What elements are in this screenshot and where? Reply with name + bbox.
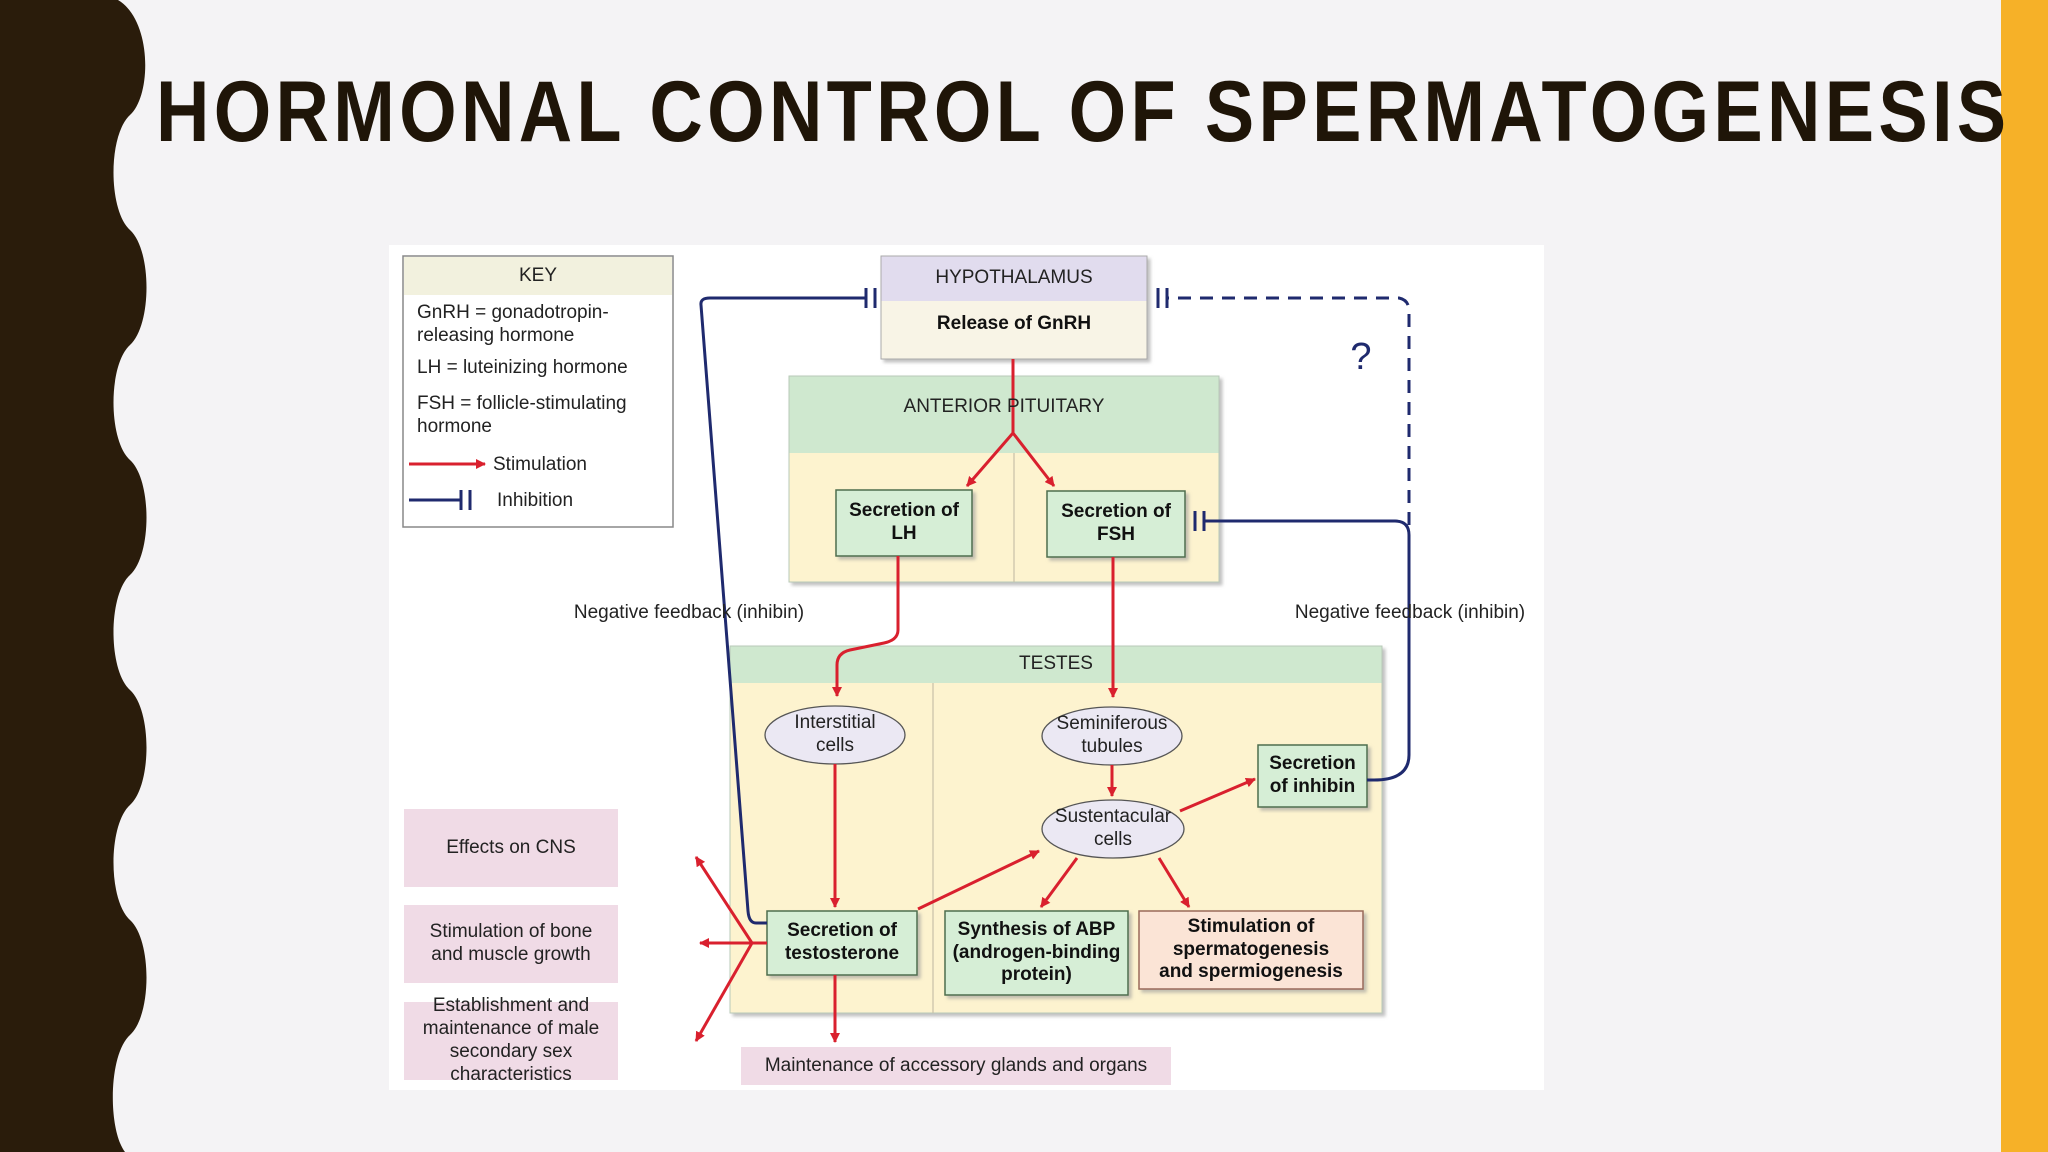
key-gnrh: GnRH = gonadotropin- releasing hormone <box>417 302 609 346</box>
inhibition-lines <box>699 288 1411 925</box>
key-stimulation-label: Stimulation <box>493 454 587 475</box>
gnrh-release: Release of GnRH <box>936 312 1092 334</box>
unknown-feedback-question-mark: ? <box>1350 336 1372 379</box>
testosterone-box <box>766 910 918 976</box>
hypothalamus-box <box>880 255 1148 360</box>
accessory-glands-maintenance: Maintenance of accessory glands and orga… <box>764 1054 1148 1076</box>
fsh-box <box>1046 490 1186 558</box>
left-wavy-band <box>0 0 147 1152</box>
sex-characteristics-box <box>404 1002 618 1080</box>
abp-box <box>944 910 1129 996</box>
bone-muscle-growth: Stimulation of bone and muscle growth <box>429 921 593 965</box>
negative-feedback-right-label: Negative feedback (inhibin) <box>1294 601 1526 623</box>
key-title: KEY <box>518 264 558 286</box>
key-lh: LH = luteinizing hormone <box>417 357 628 378</box>
sustentacular-cells-label: Sustentacular cells <box>1054 806 1172 850</box>
slide-title: HORMONAL CONTROL OF SPERMATOGENESIS <box>156 64 2011 160</box>
inhibin-box <box>1257 744 1368 808</box>
seminiferous-tubules-label: Seminiferous tubules <box>1056 713 1168 757</box>
fsh-secretion: Secretion of FSH <box>1061 501 1171 545</box>
key-fsh: FSH = follicle-stimulating hormone <box>417 393 627 437</box>
accessory-box <box>741 1047 1171 1085</box>
diagram-graphics <box>402 255 1411 1085</box>
key-box <box>402 255 674 528</box>
spermatogenesis-stimulation: Stimulation of spermatogenesis and sperm… <box>1159 915 1343 983</box>
male-sex-characteristics: Establishment and maintenance of male se… <box>422 995 600 1085</box>
stimulation-arrows <box>694 359 1256 1043</box>
negative-feedback-left-label: Negative feedback (inhibin) <box>573 601 805 623</box>
lh-secretion: Secretion of LH <box>849 500 959 544</box>
key-inhibition-label: Inhibition <box>497 490 574 511</box>
testosterone-secretion: Secretion of testosterone <box>784 920 900 964</box>
right-accent-band <box>2001 0 2048 1152</box>
inhibin-secretion: Secretion of inhibin <box>1269 753 1356 797</box>
hypothalamus-header: HYPOTHALAMUS <box>935 267 1093 289</box>
effects-on-cns: Effects on CNS <box>446 836 576 858</box>
bone-box <box>404 905 618 983</box>
sustentacular-cells-ellipse <box>1041 799 1185 859</box>
testes-header: TESTES <box>1019 653 1093 675</box>
cns-box <box>404 809 618 887</box>
abp-synthesis: Synthesis of ABP (androgen-binding prote… <box>952 918 1121 986</box>
spermatogenesis-box <box>1138 910 1364 990</box>
hormone-diagram: KEY GnRH = gonadotropin- releasing hormo… <box>389 245 1544 1090</box>
interstitial-cells-label: Interstitial cells <box>794 712 876 756</box>
lh-box <box>835 489 973 557</box>
anterior-pituitary-header: ANTERIOR PITUITARY <box>903 395 1105 417</box>
